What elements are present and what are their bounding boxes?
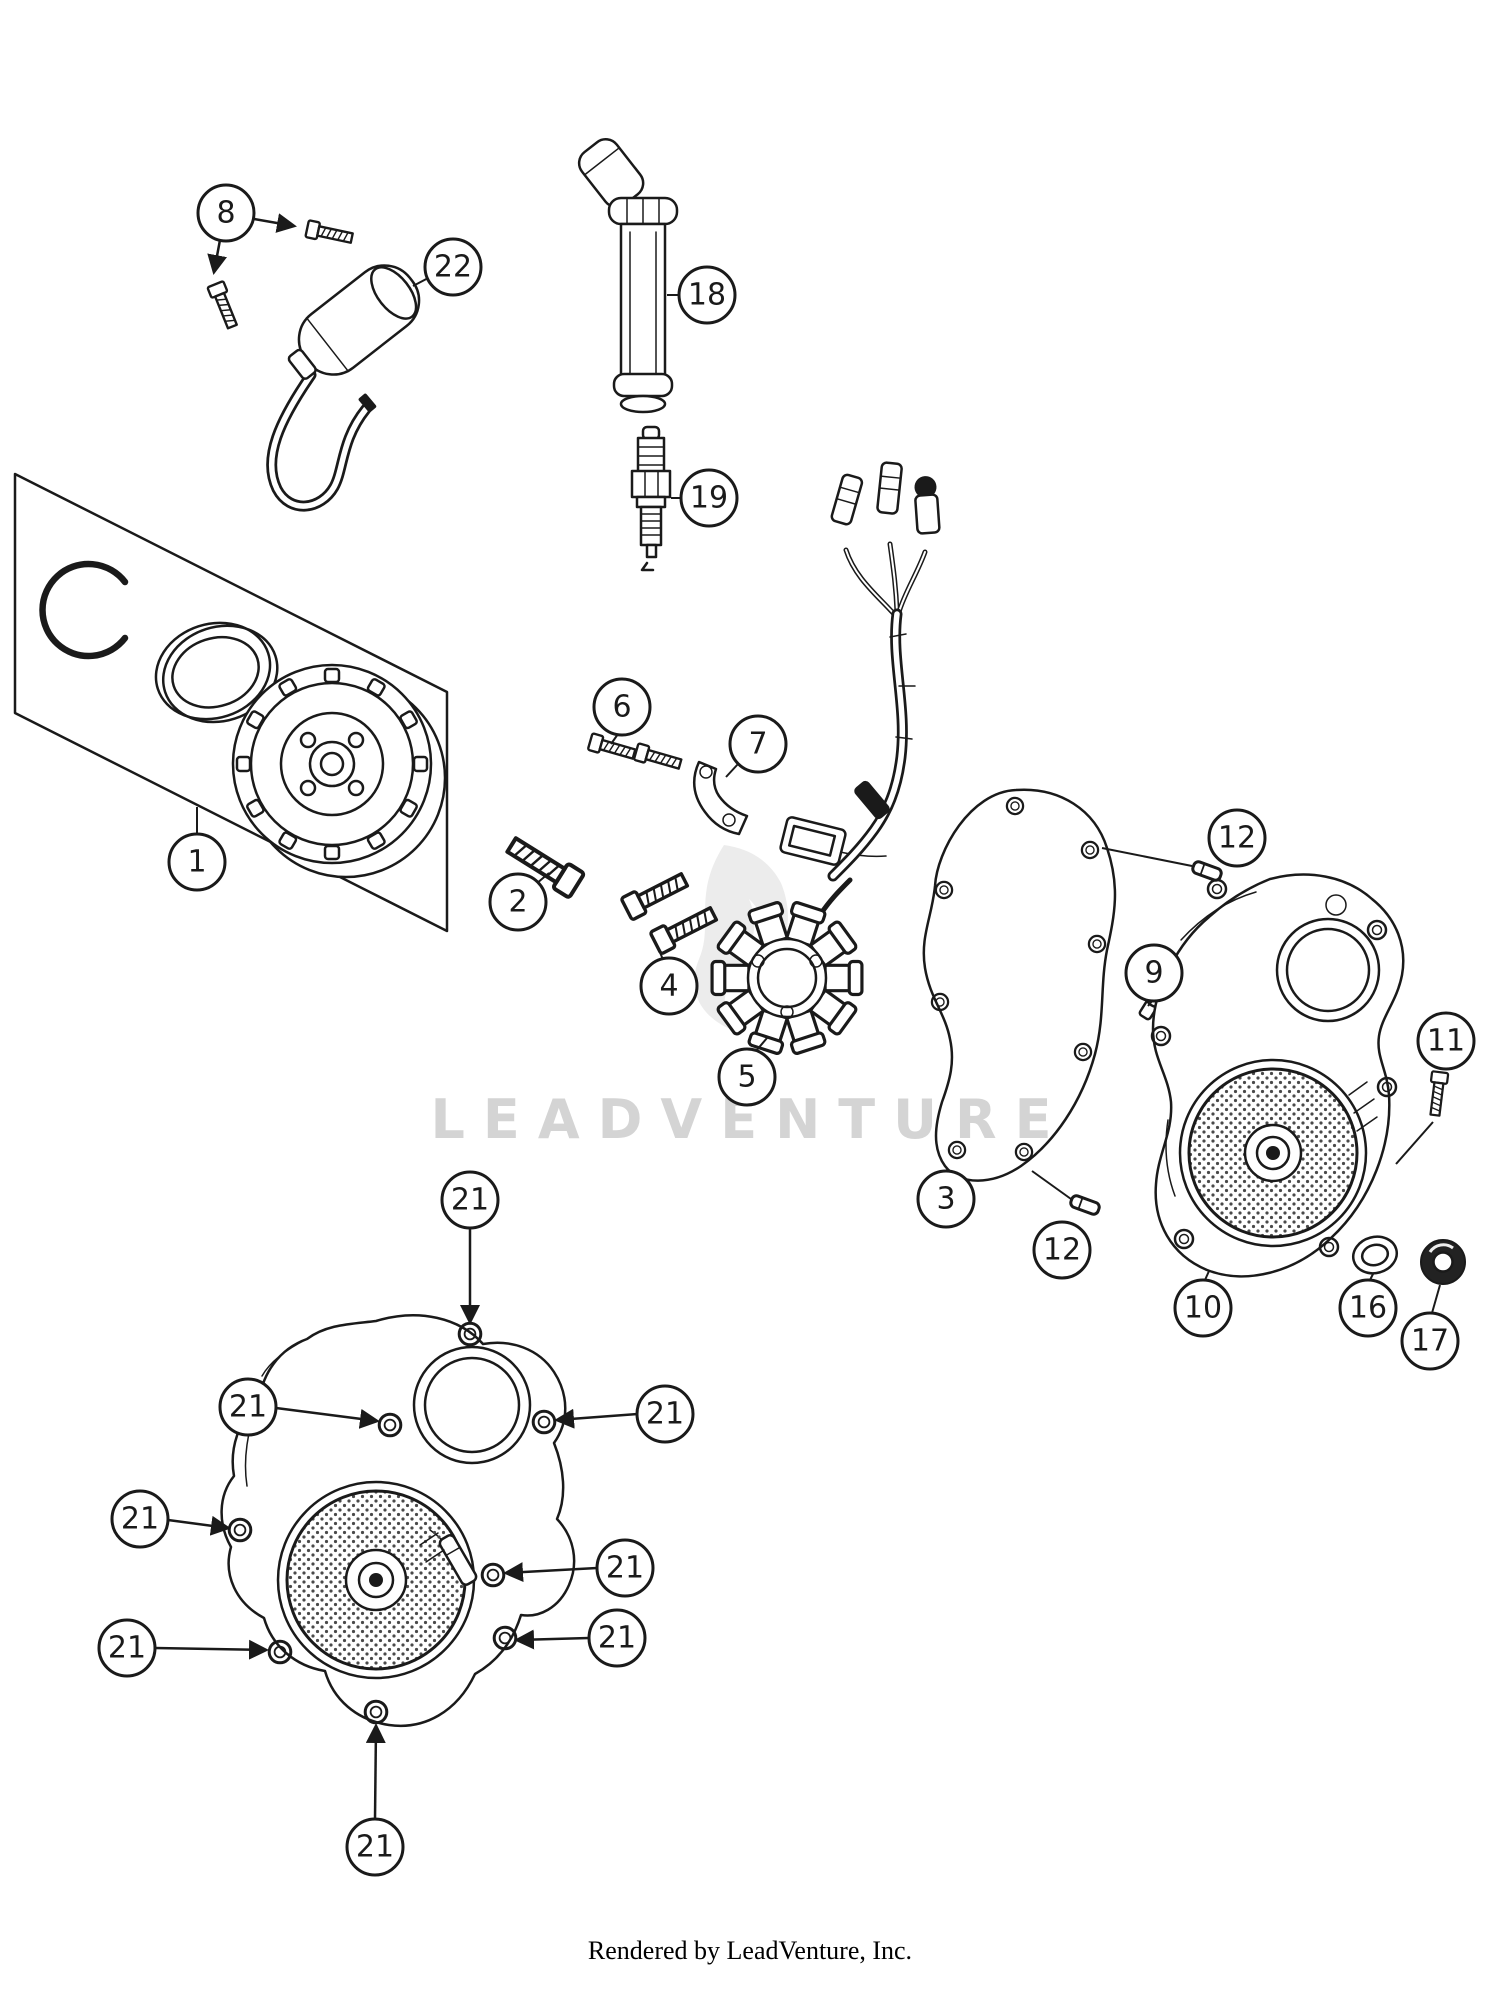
spark-plug-cap <box>577 138 679 414</box>
callout-21-right: 21 <box>595 1538 655 1598</box>
callout-7: 7 <box>728 714 788 774</box>
cover-screw <box>1395 1070 1450 1165</box>
grommet <box>1420 1239 1466 1285</box>
callout-21-left: 21 <box>110 1489 170 1549</box>
callout-21-upper-right: 21 <box>635 1384 695 1444</box>
leader-lines <box>154 213 1441 1820</box>
svg-text:19: 19 <box>690 481 728 516</box>
svg-text:2: 2 <box>508 885 527 920</box>
svg-text:7: 7 <box>748 727 767 762</box>
callout-10: 10 <box>1173 1278 1233 1338</box>
svg-text:8: 8 <box>216 196 235 231</box>
svg-text:21: 21 <box>121 1502 159 1537</box>
ignition-coil <box>266 264 421 512</box>
cable-bracket <box>692 760 749 836</box>
svg-text:1: 1 <box>187 845 206 880</box>
svg-text:6: 6 <box>612 690 631 725</box>
svg-text:5: 5 <box>737 1060 756 1095</box>
svg-text:21: 21 <box>598 1621 636 1656</box>
callout-3: 3 <box>916 1169 976 1229</box>
svg-text:11: 11 <box>1427 1024 1465 1059</box>
callout-19: 19 <box>679 468 739 528</box>
callout-21-upper-left: 21 <box>218 1377 278 1437</box>
callout-12-lower: 12 <box>1032 1220 1092 1280</box>
callout-21-bottom: 21 <box>345 1817 405 1877</box>
spark-plug <box>630 425 672 572</box>
svg-text:21: 21 <box>108 1631 146 1666</box>
snap-ring <box>39 560 129 660</box>
callout-18: 18 <box>677 265 737 325</box>
flywheel-rotor <box>231 663 447 879</box>
svg-text:9: 9 <box>1144 956 1163 991</box>
footer-credit: Rendered by LeadVenture, Inc. <box>587 1936 913 1965</box>
ignition-cover-outer <box>220 1314 576 1728</box>
svg-text:12: 12 <box>1043 1233 1081 1268</box>
svg-text:18: 18 <box>688 278 726 313</box>
stator <box>710 877 864 1056</box>
svg-text:21: 21 <box>229 1390 267 1425</box>
callout-9: 9 <box>1124 943 1184 1003</box>
svg-text:3: 3 <box>936 1182 955 1217</box>
o-ring <box>1351 1235 1399 1275</box>
callout-12-upper: 12 <box>1207 808 1267 868</box>
svg-text:12: 12 <box>1218 821 1256 856</box>
svg-text:21: 21 <box>646 1397 684 1432</box>
callout-22: 22 <box>423 237 483 297</box>
callout-21-lower-right: 21 <box>587 1608 647 1668</box>
dowel-pin-upper <box>1101 847 1225 884</box>
wiring-harness <box>827 461 941 882</box>
spacer-ring <box>154 621 279 724</box>
svg-text:21: 21 <box>451 1183 489 1218</box>
callout-11: 11 <box>1416 1011 1476 1071</box>
harness-wrap <box>854 780 890 820</box>
svg-text:21: 21 <box>606 1551 644 1586</box>
svg-text:21: 21 <box>356 1830 394 1865</box>
callout-1: 1 <box>167 832 227 892</box>
dowel-pin-lower <box>1031 1170 1103 1218</box>
pickup-coil <box>779 816 887 866</box>
callout-21-top: 21 <box>440 1170 500 1230</box>
connector-3 <box>914 476 941 535</box>
callout-8: 8 <box>196 183 256 243</box>
ignition-cover <box>1150 873 1405 1278</box>
callout-21-lower-left: 21 <box>97 1618 157 1678</box>
cover-latch <box>438 1534 478 1586</box>
callout-17: 17 <box>1400 1311 1460 1371</box>
svg-text:17: 17 <box>1411 1324 1449 1359</box>
svg-text:16: 16 <box>1349 1291 1387 1326</box>
coil-terminal <box>358 393 377 413</box>
callout-16: 16 <box>1338 1278 1398 1338</box>
connector-2 <box>876 461 903 515</box>
connector-1 <box>830 473 864 526</box>
svg-text:22: 22 <box>434 250 472 285</box>
svg-text:10: 10 <box>1184 1291 1222 1326</box>
bracket-bolts <box>586 732 684 774</box>
callout-5: 5 <box>717 1047 777 1107</box>
rotor-kit-box <box>13 472 449 933</box>
callouts: 8 22 18 19 1 6 7 2 4 5 12 <box>97 183 1476 1877</box>
callout-2: 2 <box>488 872 548 932</box>
callout-4: 4 <box>639 956 699 1016</box>
svg-text:4: 4 <box>659 969 678 1004</box>
callout-6: 6 <box>592 677 652 737</box>
